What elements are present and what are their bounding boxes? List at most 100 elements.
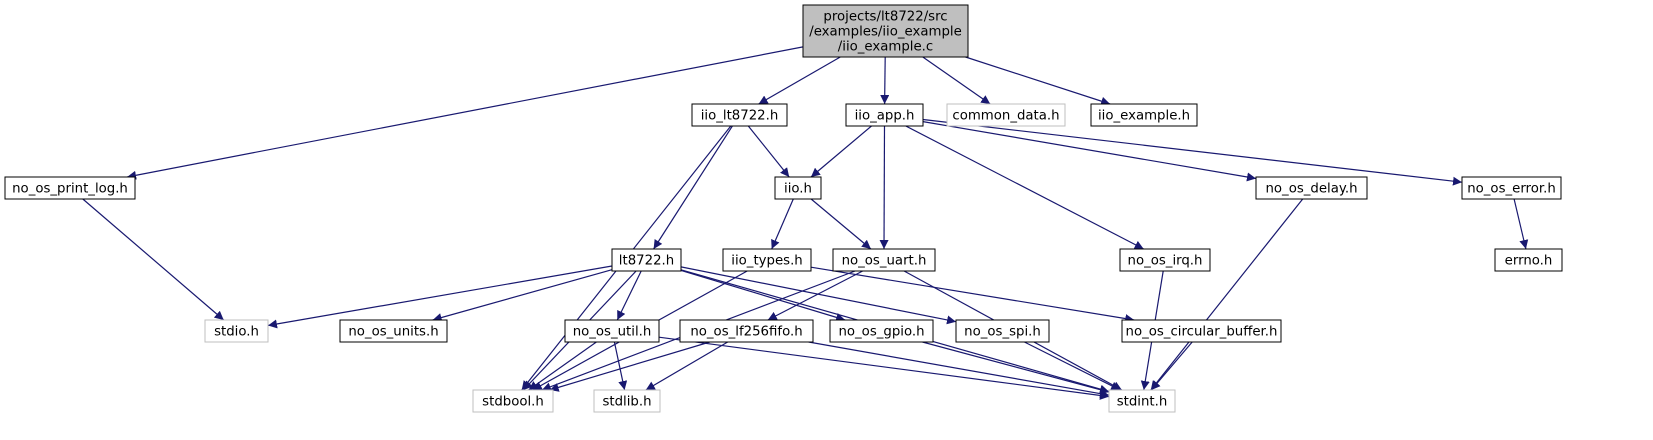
node-box-units: [339, 319, 448, 343]
node-box-iio_example: [1090, 103, 1198, 127]
edge-iio_app-to-uart: [879, 125, 889, 250]
edge-fifo-to-stdint: [808, 341, 1110, 399]
edge-lt8722-to-stdio: [267, 265, 613, 329]
edge-lt8722-to-units: [432, 269, 613, 322]
node-label-iio_app: iio_app.h: [855, 109, 915, 124]
node-box-iio_types: [722, 248, 812, 272]
node-box-root: [802, 4, 969, 58]
node-label-irq: no_os_irq.h: [1128, 254, 1203, 269]
node-uart[interactable]: no_os_uart.h: [832, 248, 936, 272]
edge-iio_lt8722-to-lt8722: [653, 125, 733, 250]
edge-fifo-to-stdlib: [645, 341, 729, 391]
edge-iio_lt8722-to-iio: [747, 125, 790, 178]
node-box-common_data: [946, 103, 1066, 127]
edge-error-to-errno: [1513, 198, 1529, 250]
node-label-lt8722: lt8722.h: [619, 254, 674, 269]
node-spi[interactable]: no_os_spi.h: [955, 319, 1050, 343]
edge-root-to-common_data: [922, 56, 991, 105]
node-box-stdint: [1108, 389, 1176, 413]
node-label-delay: no_os_delay.h: [1265, 182, 1357, 197]
node-label-stdlib: stdlib.h: [602, 395, 651, 410]
node-iio_types[interactable]: iio_types.h: [722, 248, 812, 272]
edge-fifo-to-stdbool: [549, 341, 710, 392]
node-label-spi: no_os_spi.h: [964, 325, 1041, 340]
node-box-errno: [1494, 248, 1563, 272]
edge-root-to-print_log: [126, 46, 804, 180]
edge-root-to-iio_lt8722: [758, 56, 841, 105]
node-label-error: no_os_error.h: [1467, 182, 1556, 197]
node-delay[interactable]: no_os_delay.h: [1255, 176, 1368, 200]
node-box-spi: [955, 319, 1050, 343]
edges-layer: [82, 46, 1529, 400]
node-box-iio: [774, 176, 822, 200]
node-label-stdio: stdio.h: [214, 325, 259, 340]
node-fifo[interactable]: no_os_lf256fifo.h: [679, 319, 814, 343]
node-label-root-line-3: /iio_example.c: [838, 40, 933, 55]
node-box-irq: [1119, 248, 1211, 272]
node-box-lt8722: [611, 248, 682, 272]
node-box-stdlib: [593, 389, 661, 413]
node-errno[interactable]: errno.h: [1494, 248, 1563, 272]
edge-iio_app-to-iio: [810, 125, 872, 178]
node-root[interactable]: projects/lt8722/src/examples/iio_example…: [802, 4, 969, 58]
edge-root-to-iio_app: [880, 56, 890, 105]
edge-util-to-stdlib: [613, 341, 628, 391]
edge-iio_app-to-error: [922, 118, 1463, 186]
node-stdlib: stdlib.h: [593, 389, 661, 413]
node-box-iio_app: [845, 103, 924, 127]
node-box-gpio: [829, 319, 934, 343]
edge-circ-to-stdint: [1150, 341, 1193, 391]
edge-delay-to-stdint: [1150, 198, 1304, 391]
node-label-iio_types: iio_types.h: [731, 254, 802, 269]
node-box-util: [564, 319, 660, 343]
node-label-iio_example: iio_example.h: [1098, 109, 1190, 124]
node-util[interactable]: no_os_util.h: [564, 319, 660, 343]
node-label-root-line-2: /examples/iio_example: [809, 25, 962, 40]
node-label-uart: no_os_uart.h: [842, 254, 927, 269]
node-label-print_log: no_os_print_log.h: [12, 182, 128, 197]
node-print_log[interactable]: no_os_print_log.h: [4, 176, 136, 200]
node-label-iio: iio.h: [784, 182, 812, 197]
node-error[interactable]: no_os_error.h: [1461, 176, 1562, 200]
edge-root-to-iio_example: [965, 56, 1111, 106]
node-stdint: stdint.h: [1108, 389, 1176, 413]
node-stdio: stdio.h: [204, 319, 269, 343]
node-label-common_data: common_data.h: [952, 109, 1059, 124]
node-box-stdbool: [472, 389, 554, 413]
node-gpio[interactable]: no_os_gpio.h: [829, 319, 934, 343]
node-irq[interactable]: no_os_irq.h: [1119, 248, 1211, 272]
edge-lt8722-to-gpio: [680, 269, 846, 322]
node-label-iio_lt8722: iio_lt8722.h: [701, 109, 779, 124]
edge-util-to-stdint: [658, 336, 1110, 400]
node-label-util: no_os_util.h: [573, 325, 652, 340]
node-box-fifo: [679, 319, 814, 343]
node-box-delay: [1255, 176, 1368, 200]
node-box-iio_lt8722: [691, 103, 788, 127]
node-label-gpio: no_os_gpio.h: [838, 325, 924, 340]
edge-uart-to-fifo: [767, 270, 863, 321]
node-label-errno: errno.h: [1505, 254, 1553, 269]
edge-lt8722-to-util: [616, 270, 642, 321]
node-box-stdio: [204, 319, 269, 343]
node-lt8722[interactable]: lt8722.h: [611, 248, 682, 272]
node-circ[interactable]: no_os_circular_buffer.h: [1121, 319, 1282, 343]
node-iio_example[interactable]: iio_example.h: [1090, 103, 1198, 127]
node-iio_lt8722[interactable]: iio_lt8722.h: [691, 103, 788, 127]
node-label-circ: no_os_circular_buffer.h: [1126, 325, 1278, 340]
edge-print_log-to-stdio: [82, 198, 225, 321]
node-units[interactable]: no_os_units.h: [339, 319, 448, 343]
node-label-root-line-1: projects/lt8722/src: [823, 10, 947, 25]
node-box-uart: [832, 248, 936, 272]
node-label-fifo: no_os_lf256fifo.h: [690, 325, 802, 340]
edge-iio-to-iio_types: [771, 198, 794, 250]
nodes-layer: projects/lt8722/src/examples/iio_example…: [4, 4, 1563, 413]
edge-iio_app-to-irq: [905, 125, 1144, 250]
node-label-stdbool: stdbool.h: [482, 395, 544, 410]
edge-iio-to-uart: [810, 198, 872, 250]
node-iio_app[interactable]: iio_app.h: [845, 103, 924, 127]
node-iio[interactable]: iio.h: [774, 176, 822, 200]
node-box-error: [1461, 176, 1562, 200]
node-label-units: no_os_units.h: [348, 325, 438, 340]
node-box-circ: [1121, 319, 1282, 343]
